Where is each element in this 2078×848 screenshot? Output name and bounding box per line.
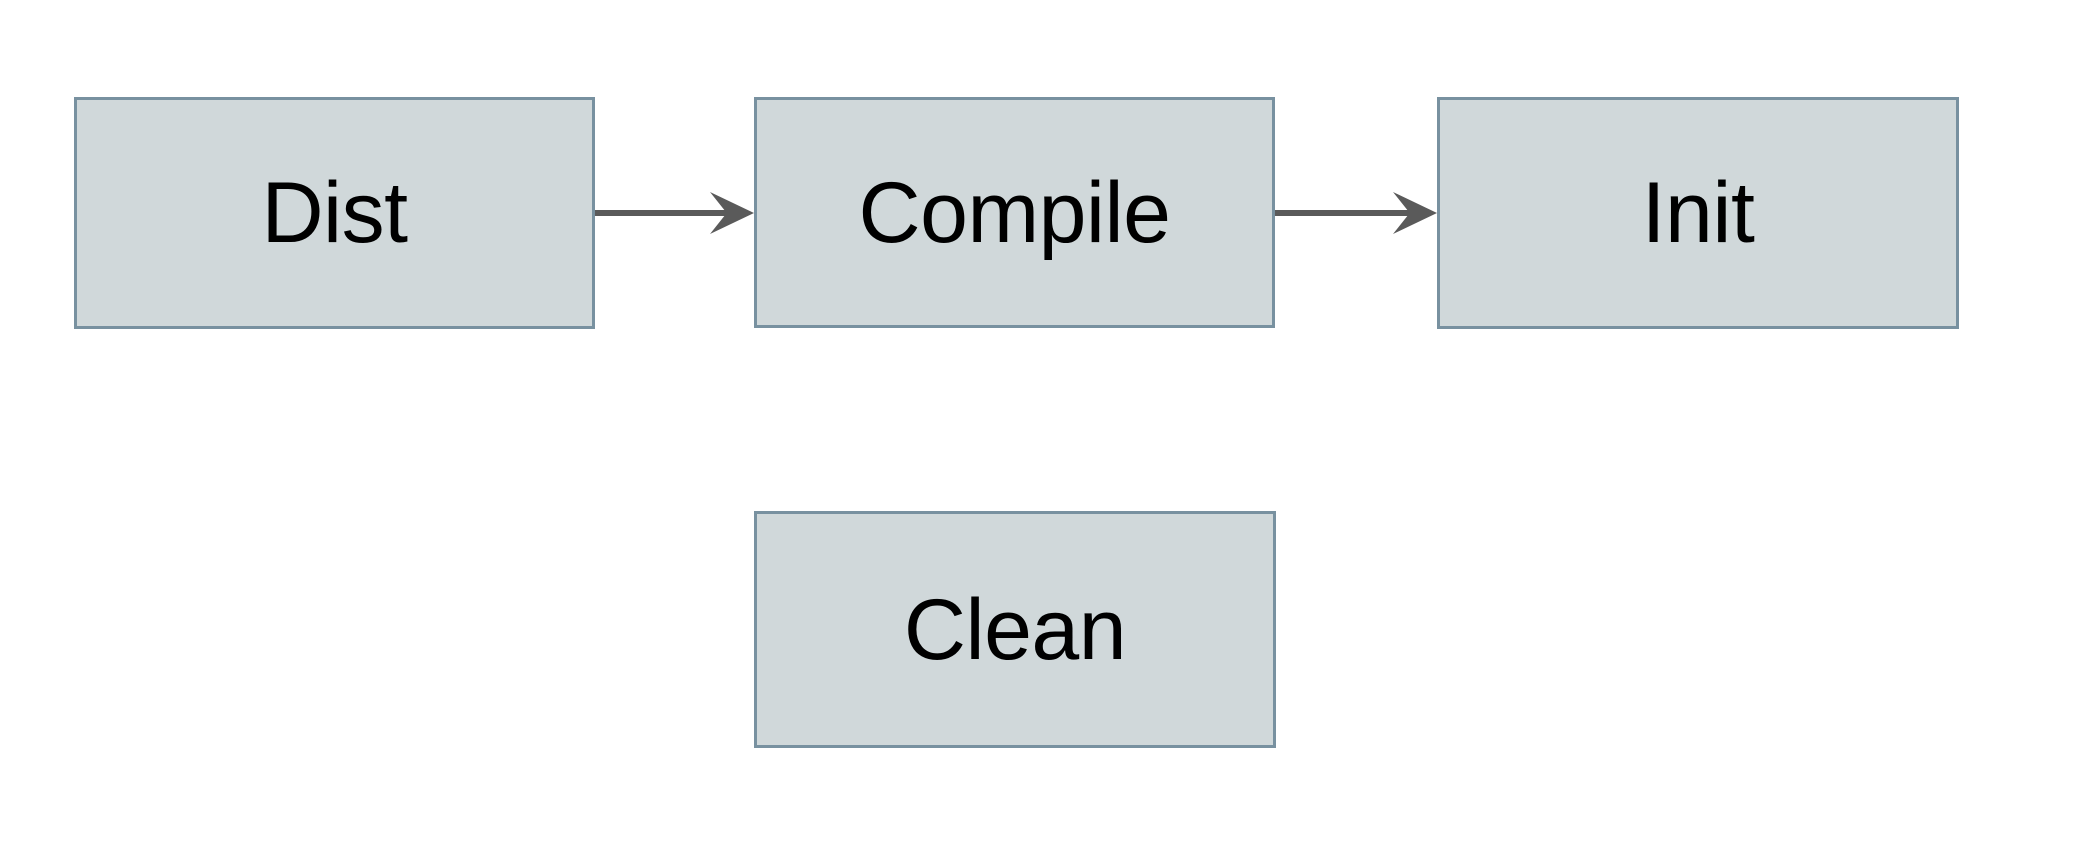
edge-compile-to-init[interactable] (1275, 183, 1437, 243)
node-init[interactable]: Init (1437, 97, 1959, 329)
node-init-label: Init (1641, 165, 1755, 261)
node-clean[interactable]: Clean (754, 511, 1276, 748)
node-compile[interactable]: Compile (754, 97, 1275, 328)
node-compile-label: Compile (858, 164, 1171, 261)
edge-dist-to-compile[interactable] (595, 183, 754, 243)
node-clean-label: Clean (903, 581, 1127, 678)
arrow-icon (1275, 192, 1437, 234)
node-dist[interactable]: Dist (74, 97, 595, 329)
node-dist-label: Dist (261, 165, 408, 261)
arrow-icon (595, 192, 754, 234)
